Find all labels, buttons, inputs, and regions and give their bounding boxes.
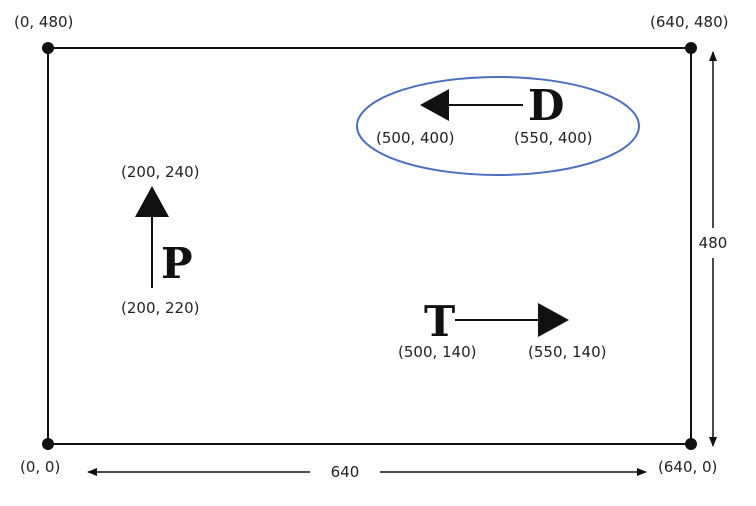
p-vector-letter: P [161,239,193,288]
t-vector-arrowhead [538,303,569,337]
corner-dot-top-left [42,42,54,54]
t-vector-start-label: (500, 140) [398,343,477,361]
height-dimension-label: 480 [699,234,728,252]
width-dimension-label: 640 [331,463,360,481]
corner-label-bottom-right: (640, 0) [658,458,717,476]
corner-dot-bottom-left [42,438,54,450]
corner-dot-bottom-right [685,438,697,450]
d-vector-start-label: (550, 400) [514,129,593,147]
p-vector-start-label: (200, 220) [121,299,200,317]
corner-label-top-right: (640, 480) [650,13,729,31]
d-vector-letter: D [528,81,564,130]
t-vector-end-label: (550, 140) [528,343,607,361]
corner-dot-top-right [685,42,697,54]
corner-label-top-left: (0, 480) [14,13,73,31]
d-vector-arrowhead [420,89,449,121]
corner-label-bottom-left: (0, 0) [20,458,60,476]
d-highlight-ellipse [356,76,640,176]
t-vector-letter: T [424,297,455,346]
p-vector-arrowhead [135,186,169,217]
d-vector-end-label: (500, 400) [376,129,455,147]
screen-frame [47,47,692,445]
p-vector-end-label: (200, 240) [121,163,200,181]
